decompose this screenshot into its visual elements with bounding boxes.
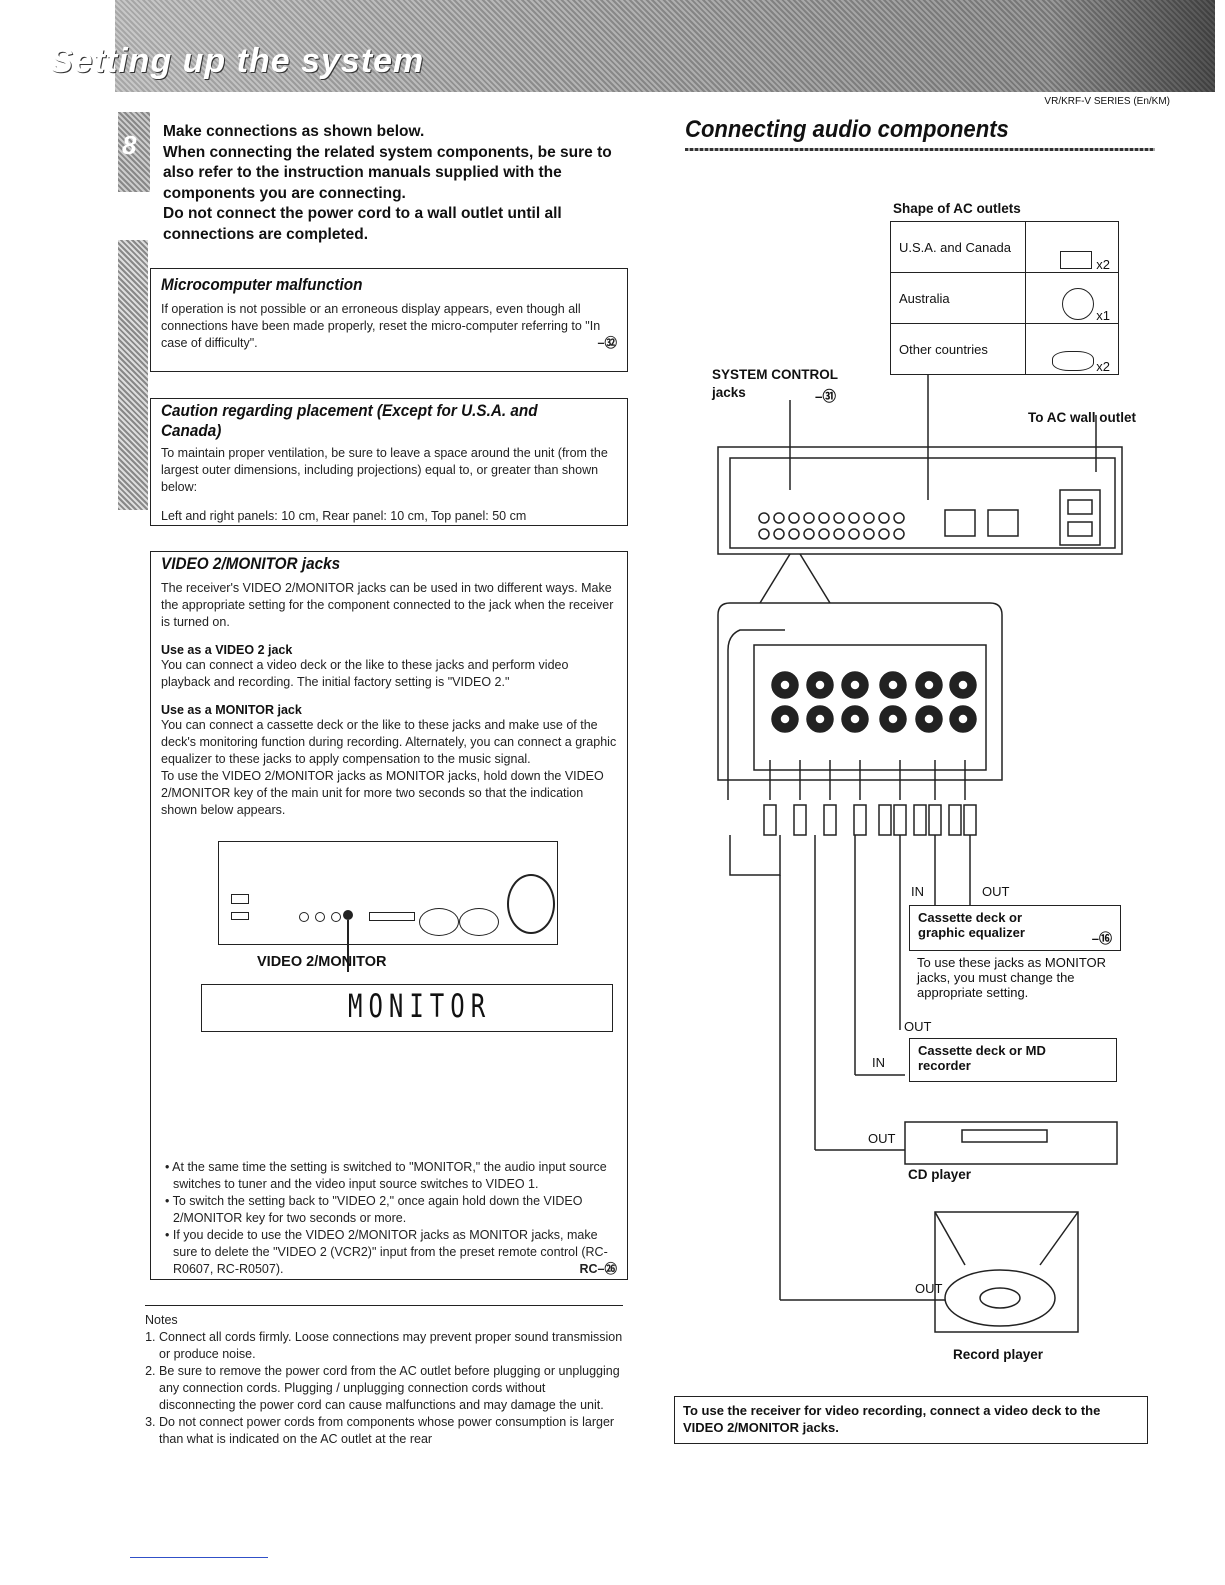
- jacks-ref: –㉛: [815, 389, 837, 404]
- bullet-item: • If you decide to use the VIDEO 2/MONIT…: [165, 1228, 617, 1276]
- malfunction-box: Microcomputer malfunction If operation i…: [150, 268, 628, 372]
- ac-count: x1: [1096, 308, 1110, 323]
- cassette-eq-box: Cassette deck or graphic equalizer –⑯: [909, 905, 1121, 951]
- notes-divider: [145, 1305, 623, 1306]
- header-banner: [115, 0, 1215, 92]
- use-monitor-text2: To use the VIDEO 2/MONITOR jacks as MONI…: [161, 769, 604, 817]
- cassette-md-box: Cassette deck or MD recorder: [909, 1038, 1117, 1082]
- malfunction-text: If operation is not possible or an erron…: [161, 302, 601, 350]
- outlet-eu-icon: [1052, 351, 1095, 371]
- display-panel: MONITOR: [201, 984, 613, 1032]
- jacks-label: jacks: [712, 385, 746, 400]
- bullet-ref: RC–㉖: [579, 1262, 617, 1276]
- malfunction-title: Microcomputer malfunction: [161, 275, 363, 294]
- caution-spaces: Left and right panels: 10 cm, Rear panel…: [161, 509, 527, 523]
- malfunction-ref: –㉜: [597, 336, 617, 350]
- series-label: VR/KRF-V SERIES (En/KM): [1044, 96, 1170, 107]
- outlet-us-icon: [1060, 251, 1093, 269]
- intro-text: Make connections as shown below. When co…: [163, 122, 633, 245]
- out-label: OUT: [868, 1131, 896, 1146]
- ac-wall-label: To AC wall outlet: [1028, 410, 1136, 425]
- note-item: Do not connect power cords from componen…: [159, 1414, 623, 1448]
- use-video2-title: Use as a VIDEO 2 jack: [161, 643, 293, 657]
- notes-section: Notes Connect all cords firmly. Loose co…: [145, 1305, 623, 1448]
- out-label: OUT: [982, 884, 1010, 899]
- ac-region: Other countries: [890, 323, 1026, 375]
- record-player: [934, 1211, 1079, 1333]
- record-player-label: Record player: [953, 1347, 1044, 1362]
- use-monitor-text: You can connect a cassette deck or the l…: [161, 718, 617, 766]
- intro-line: Do not connect the power cord to a wall …: [163, 205, 562, 243]
- in-label: IN: [872, 1055, 885, 1070]
- ac-count: x2: [1096, 359, 1110, 374]
- cassette-note: To use these jacks as MONITOR jacks, you…: [917, 955, 1107, 1000]
- cassette-md-label: Cassette deck or MD recorder: [918, 1043, 1046, 1073]
- video-monitor-box: VIDEO 2/MONITOR jacks The receiver's VID…: [150, 551, 628, 1280]
- jack-panel-detail: [717, 602, 1003, 781]
- use-video2-text: You can connect a video deck or the like…: [161, 658, 569, 689]
- video-monitor-intro: The receiver's VIDEO 2/MONITOR jacks can…: [161, 581, 614, 629]
- rca-plugs: [763, 804, 977, 836]
- table-row: Australia x1: [890, 272, 1119, 324]
- display-readout: MONITOR: [348, 987, 492, 1025]
- caution-title: Caution regarding placement (Except for …: [161, 401, 538, 440]
- note-item: Connect all cords firmly. Loose connecti…: [159, 1329, 623, 1363]
- receiver-front-panel: [218, 841, 558, 972]
- intro-line: When connecting the related system compo…: [163, 143, 612, 202]
- rear-jacks: [758, 499, 1093, 540]
- section-title: Connecting audio components: [685, 116, 1009, 143]
- notes-title: Notes: [145, 1313, 178, 1327]
- step-marker: [118, 112, 150, 192]
- ac-outlets-table: U.S.A. and Canada x2 Australia x1 Other …: [890, 221, 1119, 375]
- video-monitor-key-label: VIDEO 2/MONITOR: [257, 954, 387, 970]
- ac-outlets-title: Shape of AC outlets: [893, 201, 1021, 216]
- bullet-item: • At the same time the setting is switch…: [165, 1160, 607, 1191]
- cd-player-label: CD player: [908, 1167, 972, 1182]
- receiver-rear: [717, 446, 1123, 555]
- table-row: Other countries x2: [890, 323, 1119, 375]
- page-title: Setting up the system: [50, 42, 425, 80]
- ac-count: x2: [1096, 257, 1110, 272]
- receiver-figure: VIDEO 2/MONITOR MONITOR: [161, 819, 617, 1159]
- video-monitor-title: VIDEO 2/MONITOR jacks: [161, 554, 341, 573]
- bullet-item: • To switch the setting back to "VIDEO 2…: [165, 1194, 583, 1225]
- section-underline: [685, 148, 1155, 151]
- caution-box: Caution regarding placement (Except for …: [150, 398, 628, 526]
- cassette-eq-label: Cassette deck or graphic equalizer: [918, 910, 1025, 940]
- ac-region: Australia: [890, 272, 1026, 324]
- outlet-au-icon: [1062, 288, 1095, 320]
- cassette-eq-ref: –⑯: [1091, 931, 1112, 946]
- out-label: OUT: [915, 1281, 943, 1296]
- cd-player: [904, 1121, 1118, 1165]
- video-recording-note: To use the receiver for video recording,…: [674, 1396, 1148, 1444]
- page-footer-line: [130, 1557, 268, 1558]
- intro-line: Make connections as shown below.: [163, 123, 425, 140]
- ac-region: U.S.A. and Canada: [890, 221, 1026, 273]
- side-tab: [118, 240, 148, 510]
- out-label: OUT: [904, 1019, 932, 1034]
- caution-text: To maintain proper ventilation, be sure …: [161, 446, 608, 494]
- use-monitor-title: Use as a MONITOR jack: [161, 703, 302, 717]
- step-number: 8: [122, 130, 137, 160]
- system-control-label: SYSTEM CONTROL: [712, 367, 839, 382]
- in-label: IN: [911, 884, 924, 899]
- note-item: Be sure to remove the power cord from th…: [159, 1363, 623, 1414]
